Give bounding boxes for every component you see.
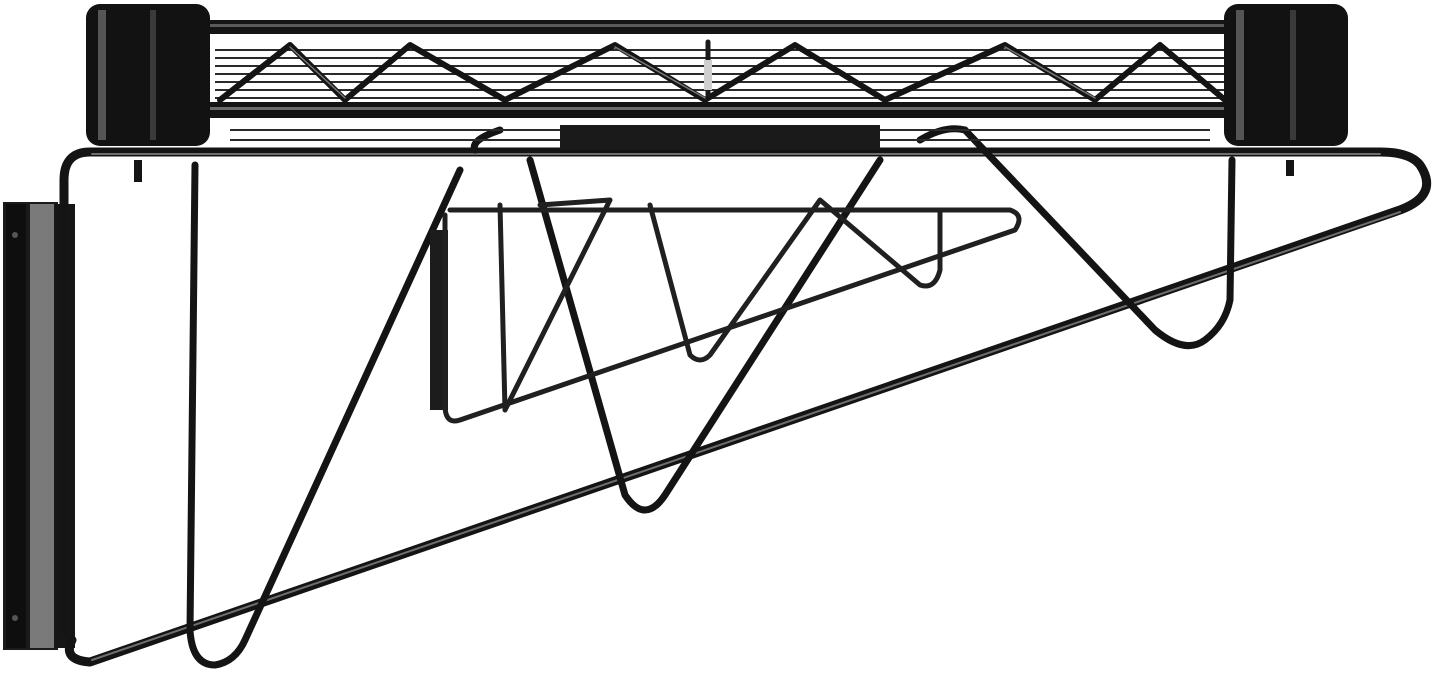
wire-shelf [86, 4, 1348, 182]
corner-post-right [1224, 4, 1348, 146]
rear-bracket [430, 197, 1022, 424]
bracket-frame [59, 125, 1432, 669]
corner-post-left [86, 4, 210, 146]
